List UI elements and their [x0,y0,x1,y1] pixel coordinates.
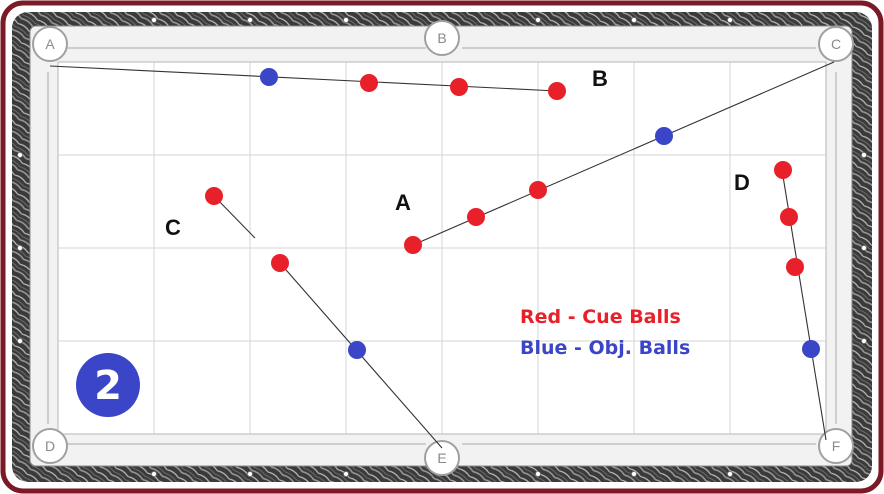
shot-b-line [49,65,558,92]
pocket-b: B [424,20,460,56]
shot-label-d: D [734,170,750,195]
pocket-c: C [818,26,854,62]
shot-label-a: A [395,190,411,215]
shot-label-b: B [592,66,608,91]
pocket-b-label: B [437,30,446,46]
pocket-a-label: A [45,36,55,52]
diagram-number: 2 [94,363,122,409]
pocket-e: E [424,440,460,476]
rail-diamonds [17,17,867,477]
pocket-f: F [818,428,854,464]
legend-cue-balls: Red - Cue Balls [520,306,681,328]
cue-ball [786,258,804,276]
object-ball [802,340,820,358]
legend-object-balls: Blue - Obj. Balls [520,337,690,359]
object-ball [655,127,673,145]
table-grid [58,62,826,434]
pocket-d-label: D [45,438,55,454]
pocket-d: D [32,428,68,464]
diagram-number-badge: 2 [76,353,140,417]
cue-ball [205,187,223,205]
cue-ball [450,78,468,96]
cue-ball [467,208,485,226]
cue-ball [774,161,792,179]
pocket-a: A [32,26,68,62]
cue-ball [529,181,547,199]
pocket-c-label: C [831,36,841,52]
shot-c-line-1 [213,195,256,239]
cue-ball [548,82,566,100]
object-ball [348,341,366,359]
cue-ball [404,236,422,254]
shot-label-c: C [165,215,181,240]
cue-ball [271,254,289,272]
cue-ball [360,74,378,92]
cue-ball [780,208,798,226]
pocket-e-label: E [437,450,446,466]
object-ball [260,68,278,86]
cushion-lines [47,47,837,445]
pocket-f-label: F [832,438,841,454]
